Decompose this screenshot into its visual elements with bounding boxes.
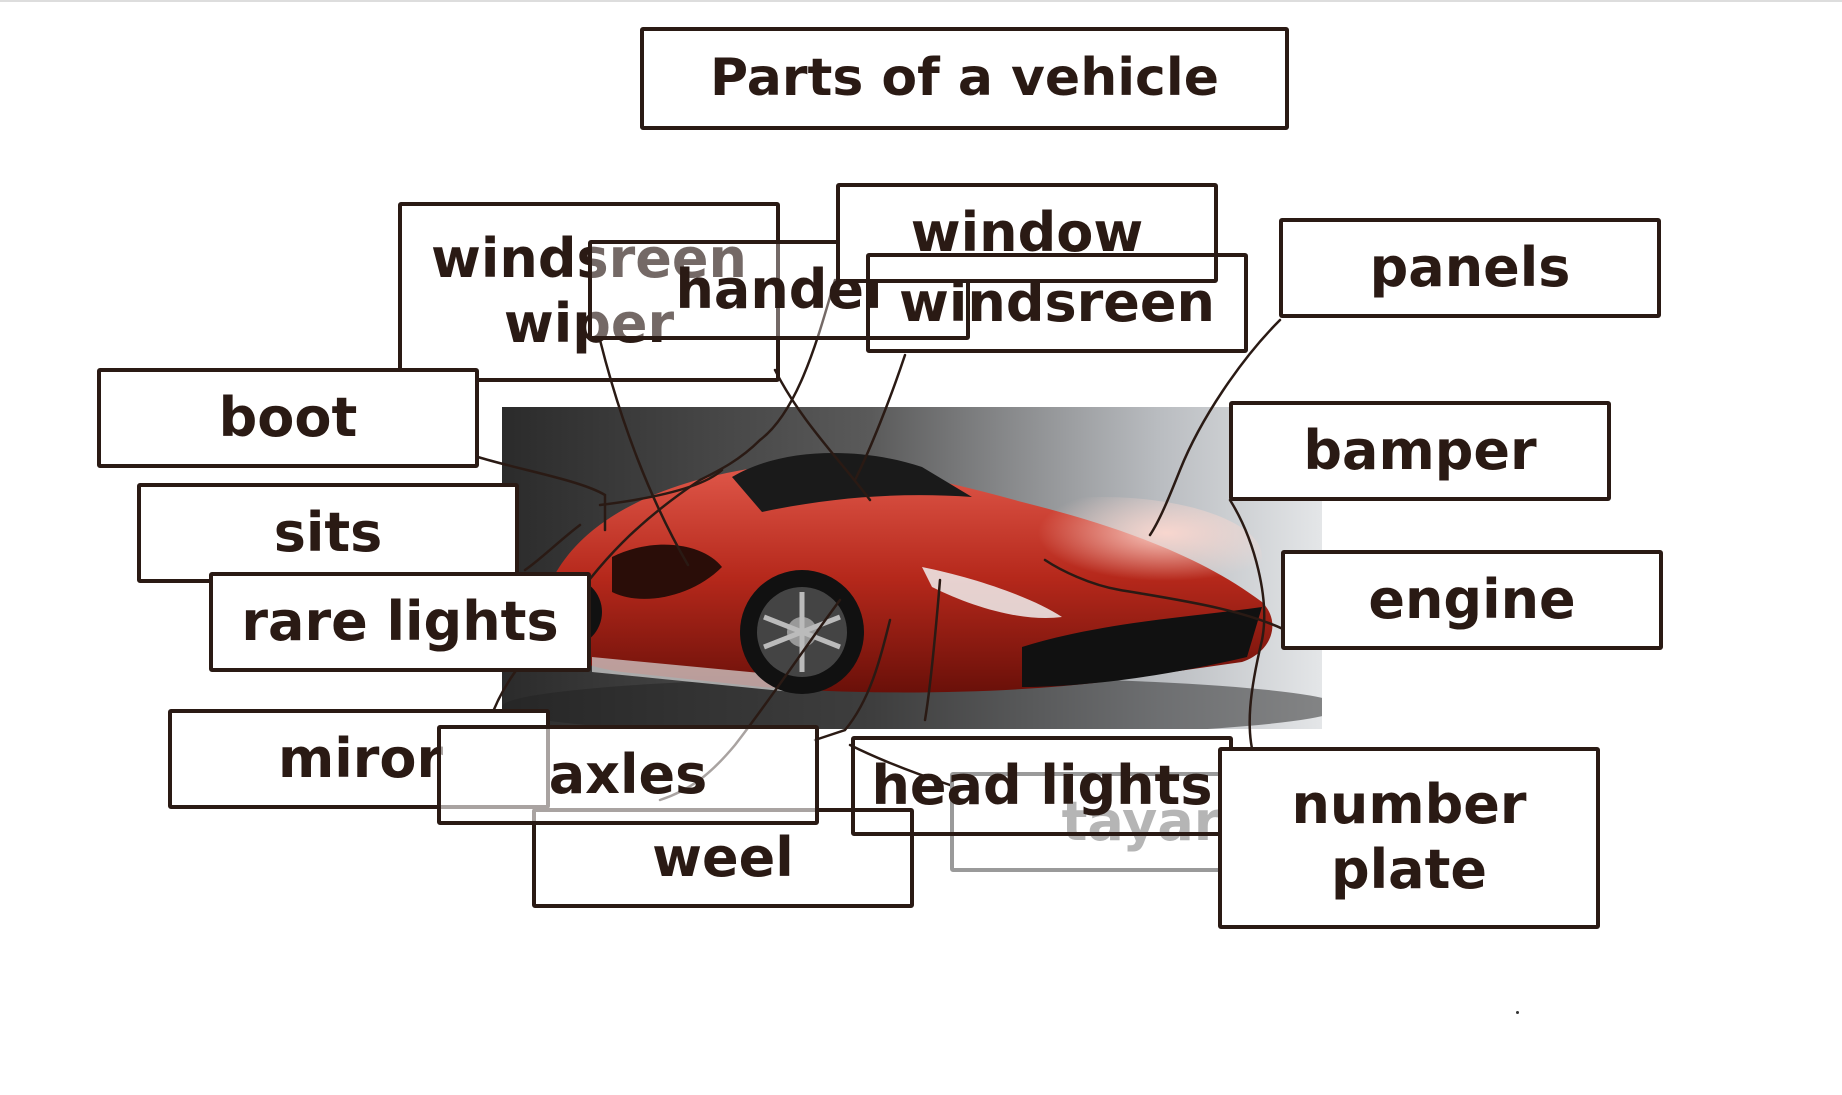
label-windscreen[interactable]: windsreen	[866, 253, 1248, 353]
label-panels[interactable]: panels	[1279, 218, 1661, 318]
stray-dot	[1516, 1011, 1519, 1014]
label-engine[interactable]: engine	[1281, 550, 1663, 650]
page-title: Parts of a vehicle	[640, 27, 1289, 130]
sports-car-image	[502, 407, 1322, 729]
label-bamper[interactable]: bamper	[1229, 401, 1611, 501]
label-boot[interactable]: boot	[97, 368, 479, 468]
label-rare-lights[interactable]: rare lights	[209, 572, 591, 672]
label-window[interactable]: window	[836, 183, 1218, 283]
label-head-lights[interactable]: head lights	[851, 736, 1233, 836]
label-sits[interactable]: sits	[137, 483, 519, 583]
label-number-plate[interactable]: number plate	[1218, 747, 1600, 929]
label-axles[interactable]: axles	[437, 725, 819, 825]
top-divider	[0, 0, 1842, 2]
label-tayar[interactable]: tayar	[950, 772, 1332, 872]
